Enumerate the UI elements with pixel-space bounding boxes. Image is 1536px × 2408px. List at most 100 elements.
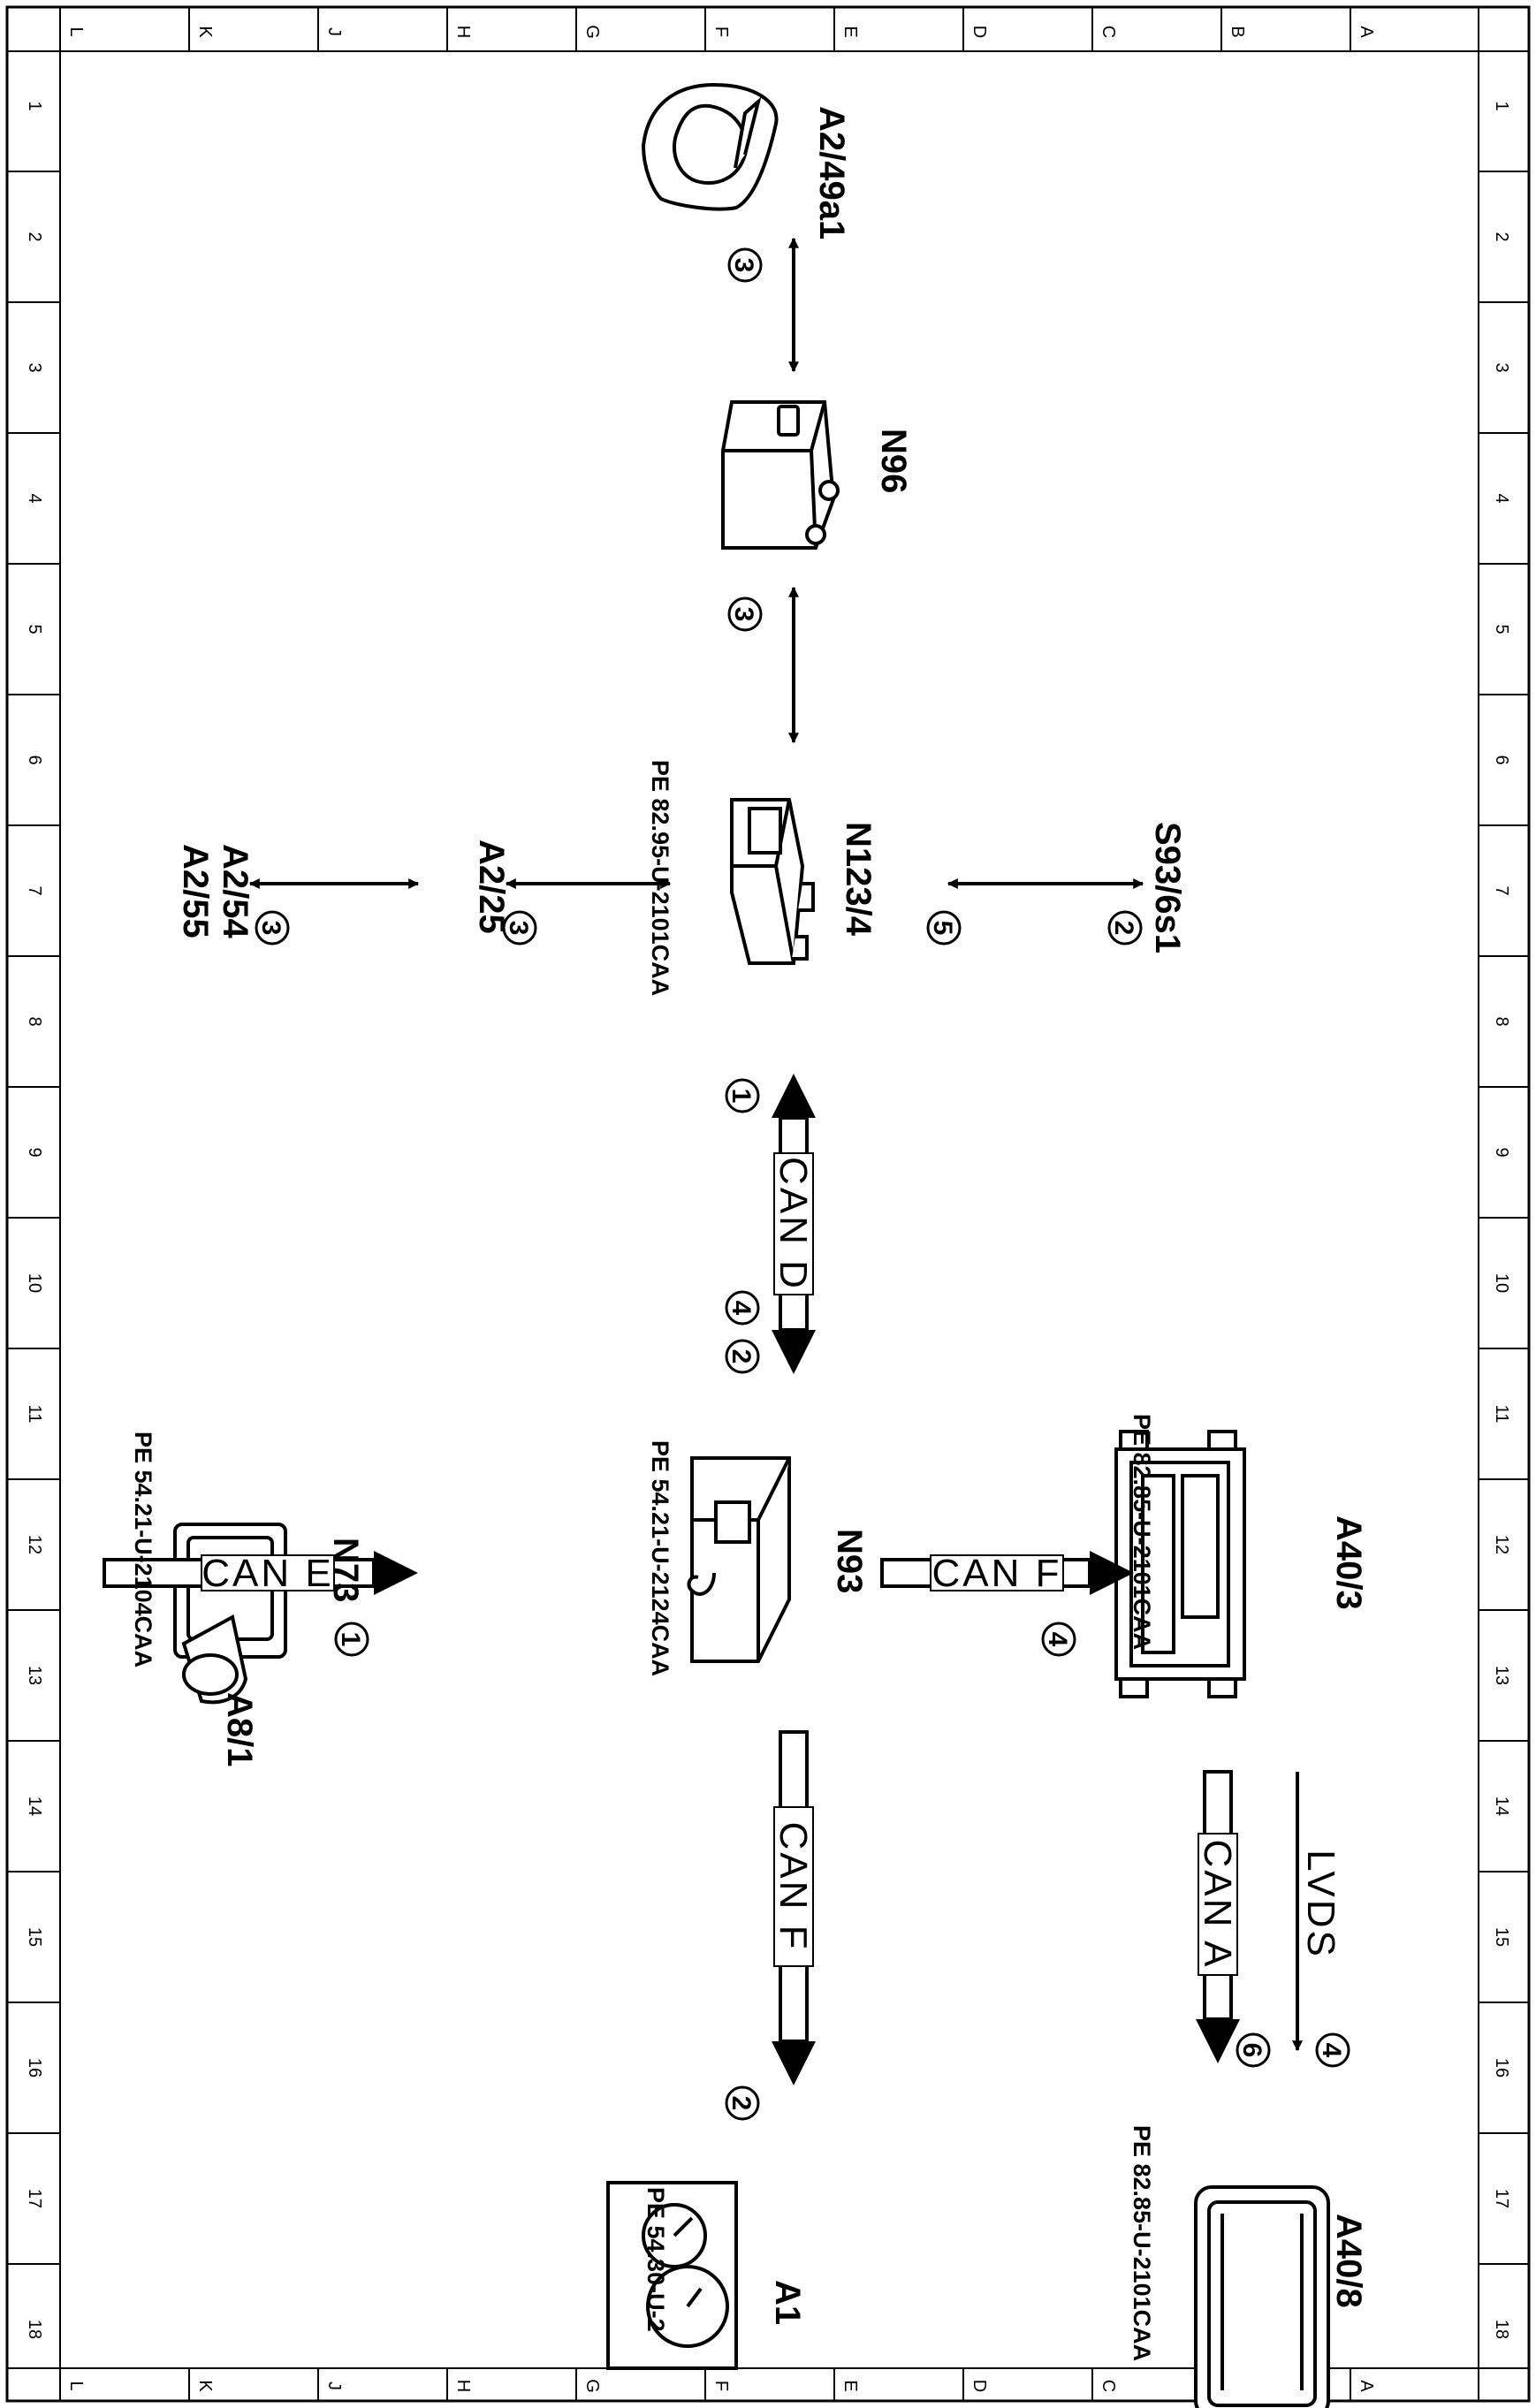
grid-row-label: 10: [25, 1273, 44, 1293]
grid-row-label: 4: [1492, 493, 1511, 503]
grid-row-label: 3: [25, 362, 44, 372]
grid-row-label: 17: [25, 2189, 44, 2208]
grid-row-label: 15: [25, 1927, 44, 1947]
grid-col-label: L: [66, 2381, 86, 2390]
bus-can-f-down: CAN F: [772, 1730, 816, 2085]
bus-lvds: LVDS: [1292, 1772, 1342, 2052]
bus-label-can-e: CAN E: [202, 1552, 333, 1595]
grid-row-label: 6: [1492, 755, 1511, 764]
grid-row-label: 9: [1492, 1147, 1511, 1157]
instrument-cluster-a1-icon: [606, 2181, 738, 2370]
bus-label-can-f-right: CAN F: [932, 1552, 1062, 1595]
label-a40-3: A40/3: [1329, 1515, 1368, 1610]
grid-row-label: 14: [1492, 1797, 1511, 1816]
grid-row-label: 8: [25, 1016, 44, 1026]
grid-row-label: 15: [1492, 1927, 1511, 1947]
grid-row-label: 7: [25, 885, 44, 895]
ref-n123-4: PE 82.95-U-2101CAA: [647, 760, 673, 996]
ref-n93: PE 54.21-U-2124CAA: [647, 1440, 673, 1676]
reference-codes: PE 82.95-U-2101CAA PE 54.21-U-2124CAA PE…: [130, 760, 1155, 2361]
bus-can-a: CAN A: [1196, 1770, 1240, 2063]
grid-row-label: 13: [1492, 1666, 1511, 1685]
marker-number: 5: [928, 921, 957, 936]
label-n123-4: N123/4: [839, 822, 878, 937]
marker-number: 4: [1317, 2043, 1346, 2058]
label-n93: N93: [830, 1529, 869, 1593]
marker: 2: [1107, 910, 1143, 946]
bus-can-d: CAN D: [772, 1074, 816, 1374]
grid-col-label: K: [195, 26, 215, 38]
marker-number: 1: [726, 1089, 756, 1104]
marker-number: 6: [1237, 2043, 1266, 2058]
grid-col-label: E: [840, 2380, 860, 2391]
marker: 3: [255, 910, 290, 946]
grid-col-label: G: [582, 25, 602, 39]
label-a2-55: A2/55: [176, 844, 215, 938]
module-n96-icon: [721, 400, 840, 550]
marker: 2: [725, 2085, 760, 2121]
marker: 3: [727, 247, 763, 283]
grid-col-labels: L K J H G F E D C B A L K J H G F E D C …: [66, 25, 1376, 2393]
grid-row-label: 12: [25, 1535, 44, 1554]
grid-row-label: 10: [1492, 1273, 1511, 1293]
display-a40-8-icon: [1194, 2185, 1330, 2408]
grid-col-label: C: [1099, 2380, 1118, 2392]
grid-row-label: 8: [1492, 1016, 1511, 1026]
grid-col-label: A: [1357, 26, 1376, 38]
grid-row-label: 5: [1492, 624, 1511, 634]
grid-row-label: 17: [1492, 2189, 1511, 2208]
grid-col-label: C: [1099, 26, 1118, 38]
grid-col-label: L: [66, 27, 86, 36]
grid-row-label: 9: [25, 1147, 44, 1157]
component-labels: A2/49a1 N96 N123/4 A2/25 A2/54 A2/55 S93…: [176, 106, 1368, 2325]
label-a8-1: A8/1: [220, 1692, 259, 1767]
ref-a8-1: PE 54.21-U-2104CAA: [130, 1432, 156, 1667]
grid-col-label: F: [711, 27, 731, 37]
grid-col-label: J: [324, 2381, 344, 2390]
marker: 4: [1041, 1622, 1076, 1657]
marker: 3: [502, 910, 537, 946]
grid-row-label: 2: [1492, 232, 1511, 241]
marker-number: 3: [504, 921, 533, 936]
grid-col-label: A: [1357, 2380, 1376, 2392]
bus-can-e: CAN E: [103, 1551, 418, 1595]
grid-row-label: 1: [1492, 101, 1511, 110]
ref-a40-3: PE 82.85-U-2101CAA: [1129, 1414, 1155, 1650]
marker: 4: [725, 1290, 760, 1326]
bus-label-can-a: CAN A: [1196, 1839, 1239, 1969]
grid-row-label: 12: [1492, 1535, 1511, 1554]
grid-row-label: 16: [25, 2058, 44, 2078]
grid-row-label: 18: [25, 2320, 44, 2339]
drawing-frame: [5, 5, 1531, 2403]
grid-col-label: H: [453, 26, 473, 38]
marker: 4: [1315, 2032, 1350, 2068]
marker: 5: [926, 910, 962, 946]
label-a40-8: A40/8: [1329, 2214, 1368, 2308]
grid-row-label: 4: [25, 493, 44, 503]
label-n96: N96: [874, 429, 913, 493]
grid-col-label: G: [582, 2379, 602, 2393]
grid-col-label: D: [970, 26, 989, 38]
marker-number: 3: [729, 607, 758, 622]
marker: 1: [725, 1078, 760, 1113]
marker-number: 3: [256, 921, 285, 936]
grid-row-label: 2: [25, 232, 44, 241]
grid-row-labels: 1 2 3 4 5 6 7 8 9 10 11 12 13 14 15 16 1…: [25, 101, 1511, 2339]
bus-label-lvds: LVDS: [1299, 1850, 1342, 1959]
grid-col-label: J: [324, 27, 344, 36]
grid-col-label: F: [711, 2381, 731, 2391]
grid-row-label: 3: [1492, 362, 1511, 372]
grid-row-label: 11: [1492, 1405, 1511, 1424]
grid-row-label: 6: [25, 755, 44, 764]
marker: 6: [1236, 2032, 1271, 2068]
label-s93-6s1: S93/6s1: [1148, 822, 1187, 953]
grid-col-label: H: [453, 2380, 473, 2392]
grid-row-label: 7: [1492, 885, 1511, 895]
module-n123-4-icon: [730, 798, 815, 965]
ref-a40-8: PE 82.85-U-2101CAA: [1129, 2125, 1155, 2361]
grid-row-label: 11: [25, 1405, 44, 1424]
marker-number: 2: [1109, 921, 1138, 936]
grid-row-label: 5: [25, 624, 44, 634]
